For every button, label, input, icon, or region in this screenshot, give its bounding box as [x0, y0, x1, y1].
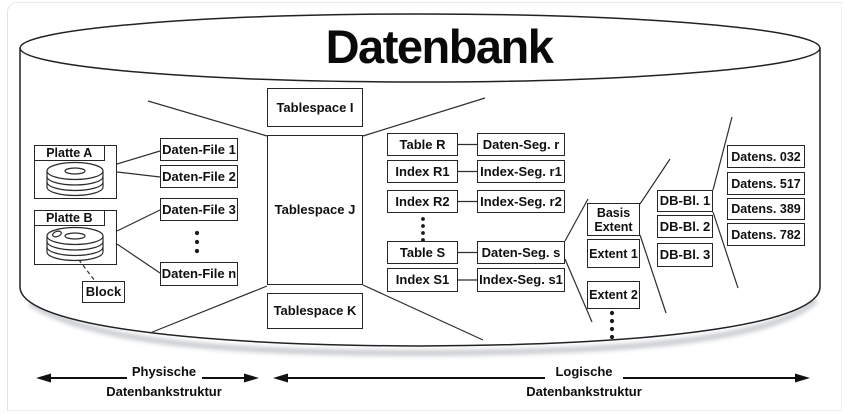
tablespace-k-box: Tablespace K: [267, 293, 363, 329]
database-title: Datenbank: [325, 19, 554, 73]
index-seg-r2-box: Index-Seg. r2: [477, 190, 565, 213]
disk-block-marker: [52, 230, 62, 238]
logical-structure-label: Logische Datenbankstruktur: [499, 362, 669, 401]
daten-seg-s-box: Daten-Seg. s: [477, 241, 565, 264]
index-s1-box: Index S1: [387, 268, 458, 292]
extent-2-box: Extent 2: [587, 281, 640, 309]
db-block-3-box: DB-Bl. 3: [657, 243, 713, 267]
platte-b-box: Platte B: [34, 210, 117, 265]
physical-structure-arrow: [36, 373, 259, 383]
daten-file-1-box: Daten-File 1: [160, 138, 238, 161]
db-block-1-box: DB-Bl. 1: [657, 190, 713, 212]
disk-a-icon: [46, 161, 104, 197]
physical-structure-line2: Datenbankstruktur: [106, 383, 222, 399]
record-389-box: Datens. 389: [727, 198, 805, 220]
index-seg-s1-box: Index-Seg. s1: [477, 268, 565, 292]
database-cylinder-top: [19, 13, 821, 83]
daten-file-n-box: Daten-File n: [160, 262, 238, 286]
index-seg-r1-box: Index-Seg. r1: [477, 160, 565, 183]
physical-structure-label: Physische Datenbankstruktur: [84, 362, 244, 401]
basis-extent-box: Basis Extent: [587, 203, 640, 236]
physical-structure-line1: Physische: [131, 364, 197, 379]
logical-structure-line2: Datenbankstruktur: [526, 383, 642, 399]
block-box: Block: [82, 281, 125, 303]
record-782-box: Datens. 782: [727, 223, 805, 246]
logical-structure-arrow: [273, 373, 810, 383]
disk-b-icon: [46, 226, 104, 262]
index-r1-box: Index R1: [387, 160, 458, 183]
extent-1-box: Extent 1: [587, 239, 640, 268]
table-s-box: Table S: [387, 241, 458, 264]
daten-seg-r-box: Daten-Seg. r: [477, 133, 565, 156]
daten-file-2-box: Daten-File 2: [160, 165, 238, 188]
ellipsis-dots-objects: [421, 217, 425, 242]
platte-a-label: Platte A: [34, 145, 106, 161]
cylinder-shadow: [28, 297, 819, 357]
db-block-2-box: DB-Bl. 2: [657, 215, 713, 238]
platte-b-label: Platte B: [34, 210, 106, 226]
ellipsis-dots-datafiles: [194, 230, 200, 254]
table-r-box: Table R: [387, 133, 458, 156]
logical-structure-line1: Logische: [555, 364, 613, 379]
index-r2-box: Index R2: [387, 190, 458, 213]
record-032-box: Datens. 032: [727, 145, 805, 168]
connector-lines: [116, 97, 739, 341]
ellipsis-dots-extents: [609, 310, 615, 340]
tablespace-i-box: Tablespace I: [267, 88, 363, 127]
record-517-box: Datens. 517: [727, 172, 805, 195]
daten-file-3-box: Daten-File 3: [160, 198, 238, 221]
tablespace-j-box: Tablespace J: [267, 135, 363, 285]
platte-a-box: Platte A: [34, 145, 117, 199]
